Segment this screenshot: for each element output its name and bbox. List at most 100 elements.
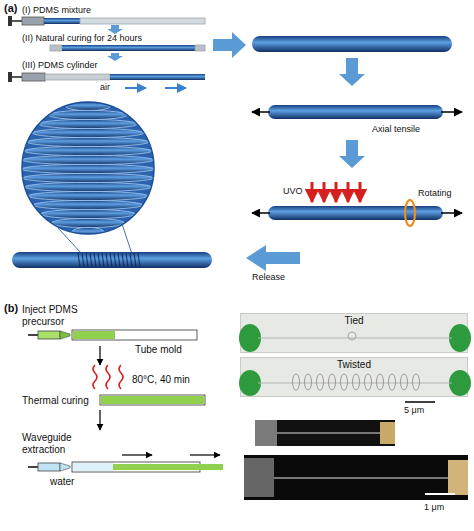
- syringe-rod: [28, 334, 38, 336]
- step-label: (II) Natural curing for 24 hours: [22, 33, 142, 44]
- panel-letter: (b): [4, 302, 18, 315]
- spiral-loop: [389, 374, 396, 390]
- syringe-plunger: [8, 72, 12, 82]
- spiral-loop: [401, 374, 408, 390]
- process-label: Release: [252, 272, 285, 283]
- photo-caption: Twisted: [241, 359, 467, 371]
- spiral-loop: [377, 374, 384, 390]
- step-arrow: [99, 410, 100, 430]
- zoom-circle: [22, 102, 154, 234]
- syringe-plunger: [8, 16, 12, 26]
- tube-end: [50, 45, 62, 51]
- zoom-line: [122, 224, 132, 254]
- wrinkle-ring: [24, 146, 152, 155]
- spiral-loop: [329, 374, 336, 390]
- photo-block: [244, 458, 274, 497]
- syringe-rod: [28, 466, 38, 468]
- flow-arrow: [339, 58, 365, 86]
- tensile-arrow: [441, 111, 462, 113]
- wrinkle-line: [130, 253, 132, 267]
- tube-mold: [72, 330, 197, 340]
- syringe-rod: [12, 20, 22, 22]
- zoom-outline: [22, 102, 154, 234]
- wrinkle-line: [138, 253, 140, 267]
- flow-label: air: [100, 82, 110, 93]
- step-label: Inject PDMS precursor: [22, 304, 88, 328]
- spiral-loop: [317, 374, 324, 390]
- wrinkle-ring: [49, 110, 128, 119]
- syringe-tip: [60, 463, 70, 471]
- photo-dark: [255, 420, 395, 446]
- stretched-cylinder: [268, 105, 443, 119]
- tube-mold: [80, 18, 205, 24]
- wrinkle-line: [86, 253, 88, 267]
- uvo-arrow: [323, 182, 326, 202]
- twist-spiral: [293, 374, 420, 390]
- condition-label: 80°C, 40 min: [132, 374, 190, 386]
- rotation-ring: [405, 200, 415, 226]
- extraction-arrow: [190, 454, 220, 455]
- photo-block: [255, 420, 277, 446]
- syringe-barrel: [22, 73, 45, 81]
- part-label: Tube mold: [135, 344, 182, 356]
- air-arrow: [165, 87, 186, 89]
- spiral-loop: [353, 374, 360, 390]
- process-label: Axial tensile: [372, 124, 420, 135]
- process-label: UVO: [283, 186, 303, 197]
- wrinkle-ring: [28, 191, 148, 200]
- wrinkle-ring: [22, 164, 154, 173]
- uvo-arrow: [335, 182, 338, 202]
- scale-bar: [405, 401, 435, 403]
- flow-arrow: [213, 32, 246, 58]
- fiber: [274, 478, 448, 479]
- wrinkle-ring: [22, 155, 153, 164]
- tube-mold: [45, 74, 110, 80]
- photo-pad: [448, 460, 468, 495]
- pdms-cylinder: [252, 36, 452, 52]
- glove: [449, 370, 471, 396]
- photo-panel: Twisted: [240, 357, 468, 397]
- tensile-arrow: [441, 212, 462, 214]
- process-label: Rotating: [418, 188, 452, 199]
- wrinkle-rings: [22, 101, 154, 236]
- step-arrow: [107, 25, 123, 34]
- tensile-arrow: [252, 111, 270, 113]
- wrinkle-line: [110, 253, 112, 267]
- wrinkle-line: [90, 253, 92, 267]
- waveguide: [113, 464, 223, 470]
- knot: [348, 332, 356, 340]
- heat-wave: [93, 365, 97, 389]
- wrinkle-ring: [25, 182, 151, 191]
- spiral-loop: [365, 374, 372, 390]
- wrinkle-line: [78, 253, 80, 267]
- wrinkle-line: [82, 253, 84, 267]
- heat-wave: [106, 365, 110, 389]
- stretched-cylinder: [268, 206, 443, 220]
- wrinkle-line: [94, 253, 96, 267]
- spiral-loop: [413, 374, 420, 390]
- spiral-loop: [341, 374, 348, 390]
- tensile-arrow: [252, 212, 270, 214]
- pdms-precursor: [73, 331, 115, 339]
- wrinkle-ring: [32, 128, 144, 137]
- step-arrow: [99, 346, 100, 365]
- step-label: Thermal curing: [22, 395, 89, 407]
- fiber: [277, 433, 380, 434]
- wrinkle-line: [122, 253, 124, 267]
- step-label: (III) PDMS cylinder: [22, 60, 98, 71]
- tube-end: [195, 45, 205, 51]
- wrinkle-ring: [52, 218, 125, 227]
- wrinkle-pattern: [78, 253, 140, 267]
- wrinkle-ring: [65, 101, 110, 110]
- scale-label: 5 μm: [404, 405, 424, 416]
- wrinkle-line: [98, 253, 100, 267]
- spiral-loop: [305, 374, 312, 390]
- flow-arrow: [246, 245, 300, 271]
- wrinkle-ring: [33, 200, 142, 209]
- wrinkle-ring: [23, 173, 153, 182]
- wrinkle-line: [106, 253, 108, 267]
- glove: [449, 324, 471, 352]
